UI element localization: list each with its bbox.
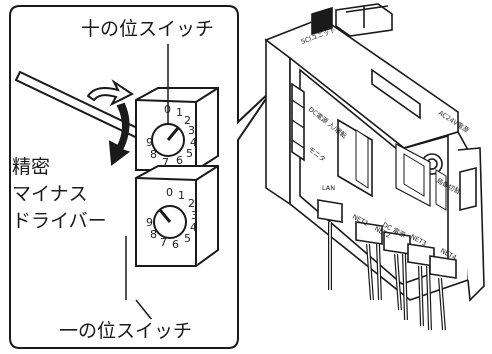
tens-switch-label: 十の位スイッチ [78, 17, 218, 41]
ones-digit: 5 [184, 232, 191, 245]
ones-switch-label: 一の位スイッチ [56, 319, 196, 343]
ones-digit: 1 [178, 189, 185, 202]
tens-digit: 3 [188, 124, 195, 137]
ones-digit: 9 [146, 216, 153, 229]
rotation-arrow-icon [86, 79, 134, 166]
tens-switch-block [135, 87, 219, 171]
tens-digit: 9 [146, 136, 153, 149]
screwdriver-label-line1: 精密 [12, 154, 107, 181]
screwdriver-label: 精密 マイナス ドライバー [12, 154, 107, 235]
ones-digit: 8 [150, 228, 157, 241]
screwdriver-label-line3: ドライバー [12, 208, 107, 235]
screwdriver-label-line2: マイナス [12, 181, 107, 208]
tens-digit: 7 [162, 156, 169, 169]
ones-digit: 0 [166, 186, 173, 199]
device-unit [264, 3, 485, 302]
tens-digit: 6 [176, 154, 183, 167]
tens-digit: 5 [186, 147, 193, 160]
ones-dial-digits: 0 1 2 3 4 5 6 7 8 9 [146, 186, 198, 251]
tens-digit: 4 [190, 136, 197, 149]
ones-digit: 2 [188, 197, 195, 210]
ones-switch-block [135, 165, 219, 267]
cable-highlights [329, 222, 445, 331]
tens-digit: 2 [184, 114, 191, 127]
tens-digit: 8 [150, 148, 157, 161]
tens-digit: 1 [176, 106, 183, 119]
ones-digit: 7 [160, 236, 167, 249]
ones-digit: 4 [190, 221, 197, 234]
ones-digit: 6 [172, 238, 179, 251]
ones-digit: 3 [191, 209, 198, 222]
device-lan-label: LAN [322, 184, 335, 192]
